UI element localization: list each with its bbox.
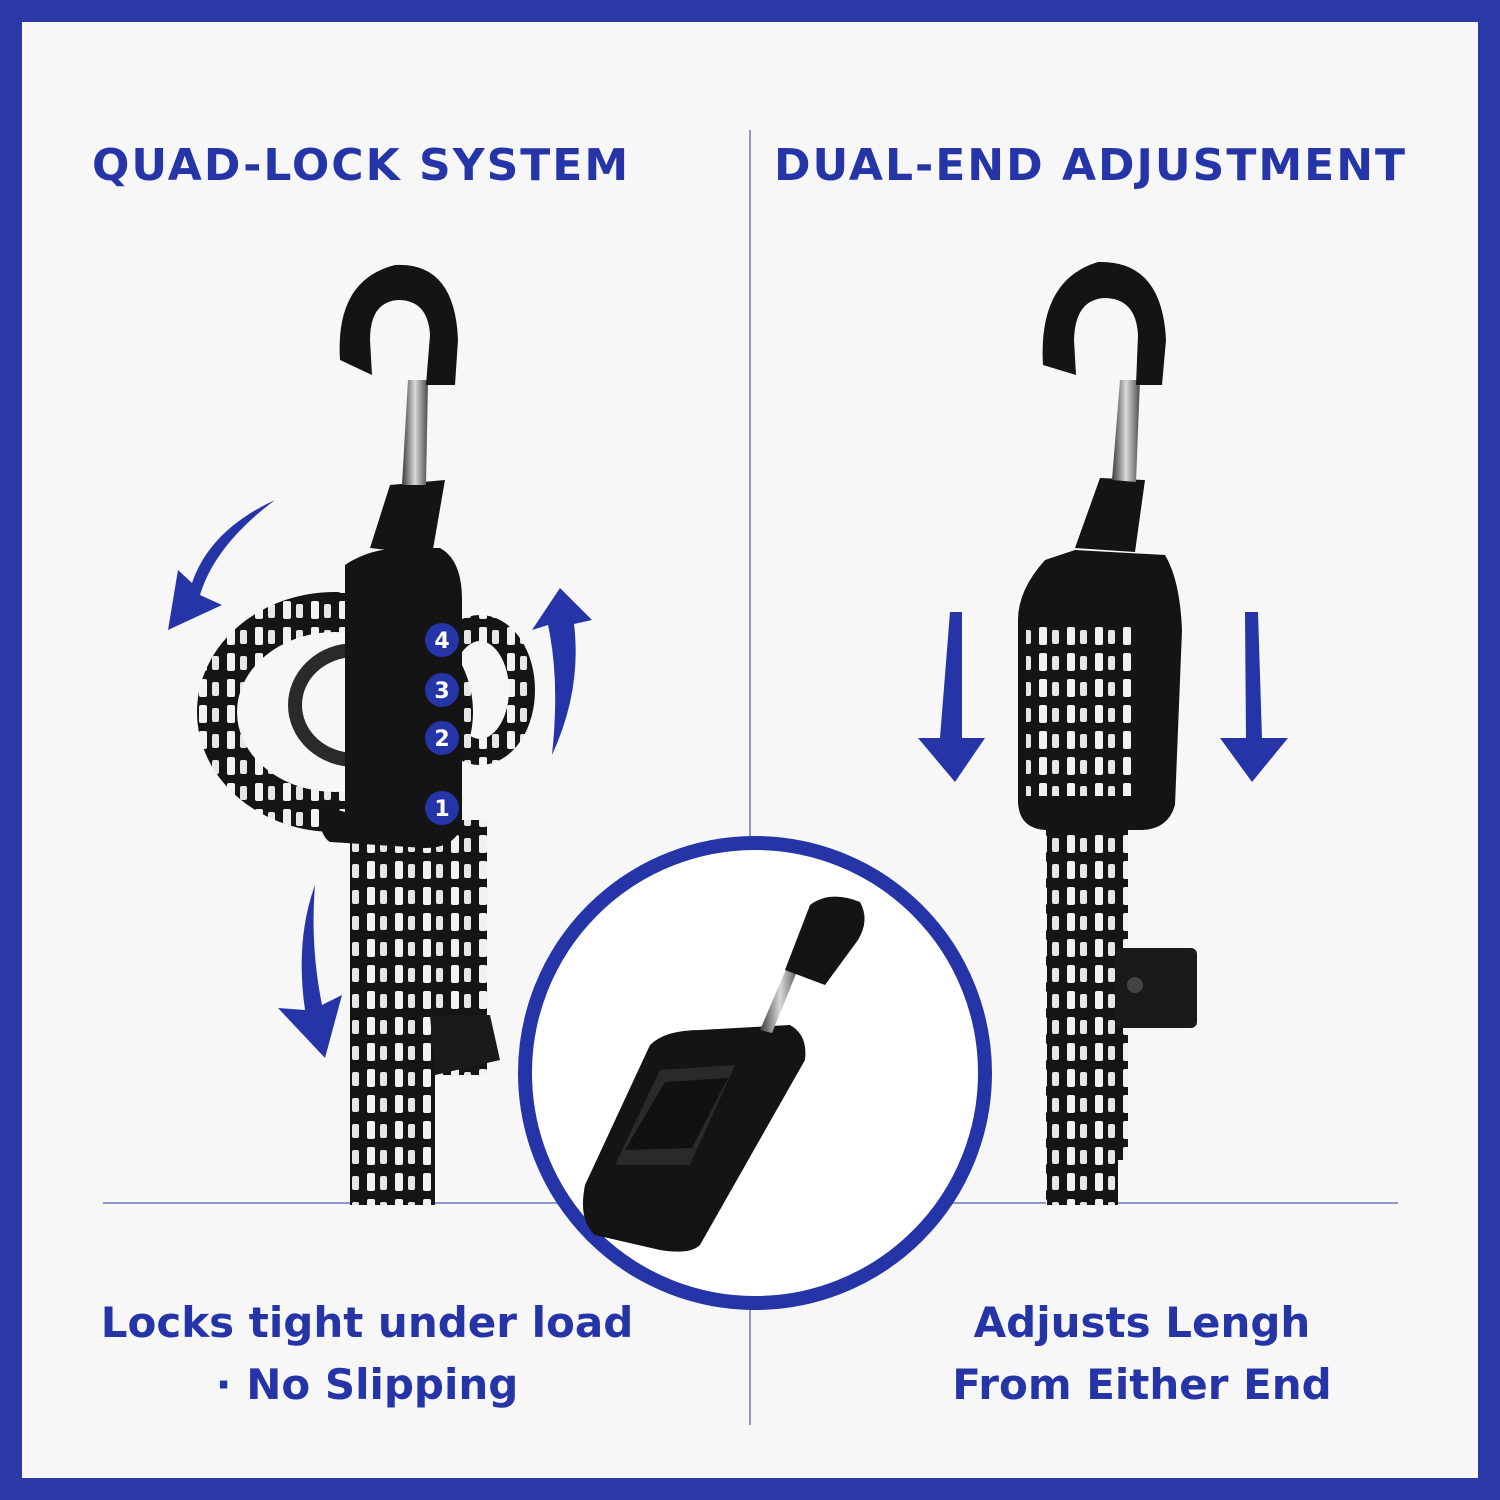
left-rotation-arrows [168,500,592,1058]
quad-lock-caption-line2: · No Slipping [215,1360,519,1409]
lock-position-2: 2 [434,727,449,752]
buckle-detail-inset [518,836,992,1310]
quad-lock-buckle-icon [319,548,462,848]
hook-icon [1042,261,1166,385]
dual-end-title: DUAL-END ADJUSTMENT [774,140,1408,191]
dual-end-caption: Adjusts Lengh From Either End [902,1292,1382,1416]
quad-lock-title: QUAD-LOCK SYSTEM [92,140,631,191]
quad-lock-caption-line1: Locks tight under load [100,1298,634,1347]
bungee-strap-icon [350,820,435,1205]
dual-end-caption-line1: Adjusts Lengh [973,1298,1311,1347]
lock-position-3: 3 [434,679,449,704]
hook-icon [339,264,458,385]
lock-position-1: 1 [434,797,449,822]
right-hook-assembly [1018,261,1197,1205]
arrow-icon [278,885,342,1058]
left-hook-assembly: 4 3 2 1 [197,264,535,1205]
arrow-icon [1220,612,1288,782]
quad-lock-caption: Locks tight under load · No Slipping [42,1292,692,1416]
arrow-icon [168,500,275,630]
arrow-icon [918,612,985,782]
arrow-icon [532,588,592,755]
product-illustration: 4 3 2 1 [103,130,1398,1425]
right-direction-arrows [918,612,1288,782]
lock-position-4: 4 [434,629,449,654]
dual-end-caption-line2: From Either End [952,1360,1332,1409]
